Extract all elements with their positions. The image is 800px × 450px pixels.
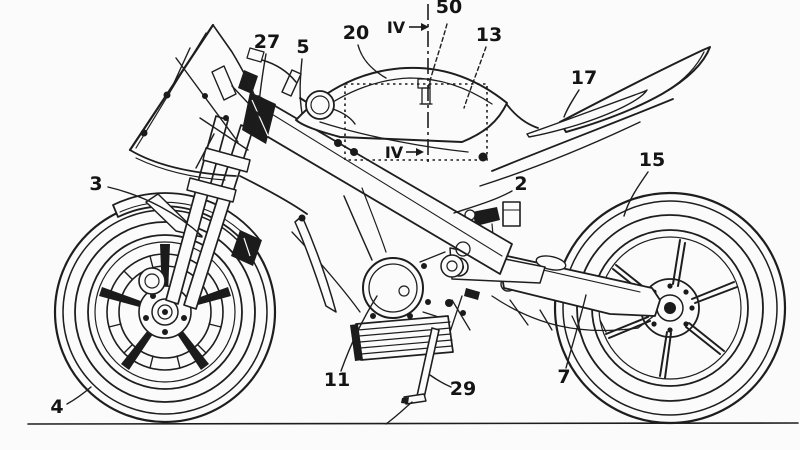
headlight-unit xyxy=(305,90,335,120)
leader-line-27 xyxy=(256,53,267,133)
brake-caliper-mount xyxy=(138,267,166,295)
section-label-IV-top: IV xyxy=(387,18,406,37)
brake-caliper xyxy=(231,230,262,266)
leader-line-7 xyxy=(565,294,587,369)
ref-label-15: 15 xyxy=(639,149,665,171)
tail-cowl xyxy=(479,46,711,187)
kickstand xyxy=(385,327,440,425)
fuel-tank-cover xyxy=(295,66,508,153)
leader-line-3 xyxy=(107,186,203,237)
ref-label-3: 3 xyxy=(89,173,102,195)
fairing-rivet xyxy=(140,129,148,137)
filler-cap-detail xyxy=(417,78,433,105)
leader-line-15 xyxy=(623,171,649,217)
seat-line xyxy=(504,101,539,129)
ref-label-50: 50 xyxy=(436,0,462,18)
frame-side-panel xyxy=(294,215,337,313)
leader-line-2 xyxy=(453,190,513,214)
leader-line-20 xyxy=(357,44,387,79)
leader-line-4 xyxy=(66,386,92,405)
leader-line-5 xyxy=(299,58,303,114)
tail-side-panel xyxy=(526,89,648,138)
section-arrows xyxy=(406,23,429,156)
leader-line-17 xyxy=(563,89,580,118)
leader-line-29 xyxy=(429,374,452,388)
ref-label-17: 17 xyxy=(571,67,597,89)
fairing-rivet xyxy=(163,91,171,99)
front-fork xyxy=(165,115,361,313)
electric-motor xyxy=(362,241,471,321)
windscreen-edge xyxy=(128,23,215,152)
leader-line-50 xyxy=(427,23,448,89)
ref-label-2: 2 xyxy=(514,173,527,195)
ref-label-5: 5 xyxy=(296,36,309,58)
section-label-IV-inner: IV xyxy=(385,143,404,162)
front-fairing xyxy=(128,23,308,215)
ref-label-20: 20 xyxy=(343,22,369,44)
leader-line-13 xyxy=(463,46,487,109)
leader-line-11 xyxy=(340,295,378,372)
ref-label-13: 13 xyxy=(476,24,502,46)
subframe-rail xyxy=(479,121,641,187)
ref-label-29: 29 xyxy=(450,378,476,400)
tail-bottom-edge xyxy=(491,98,674,172)
ref-label-4: 4 xyxy=(50,396,63,418)
shock-reservoir xyxy=(502,201,521,227)
ref-label-11: 11 xyxy=(324,369,350,391)
ref-label-27: 27 xyxy=(254,31,280,53)
ref-label-7: 7 xyxy=(557,366,570,388)
battery-box-outline xyxy=(344,83,488,161)
fork-upper-clamp xyxy=(202,147,251,173)
fork-lower-clamp xyxy=(186,177,237,203)
swingarm-truss xyxy=(491,295,656,334)
